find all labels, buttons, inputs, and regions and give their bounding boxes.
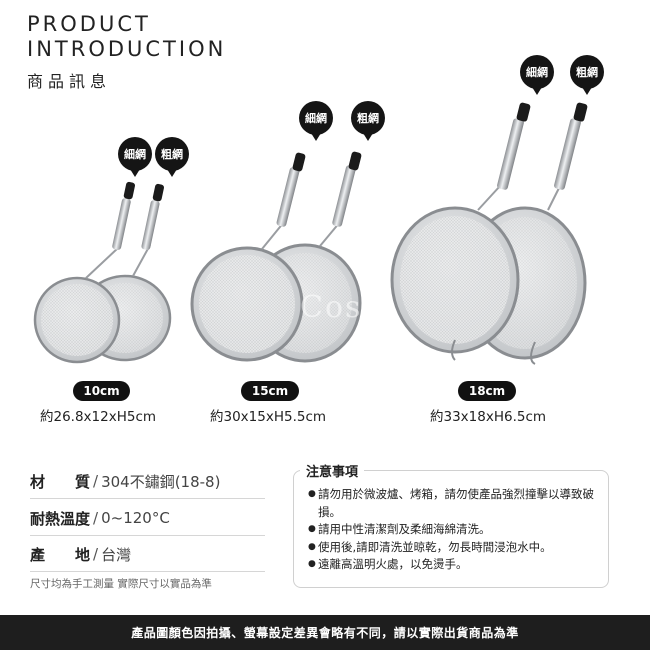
coarse-mesh-badge-10cm: 粗網	[155, 137, 189, 177]
spec-value: 0~120°C	[101, 509, 170, 527]
heading-line-2: INTRODUCTION	[27, 37, 227, 61]
strainer-15cm-fine	[190, 152, 306, 362]
dimensions-15cm: 約30x15xH5.5cm	[210, 409, 327, 425]
notice-item: 使用後,請即清洗並晾乾，勿長時間浸泡水中。	[308, 539, 603, 557]
spec-value: 304不鏽鋼(18-8)	[101, 472, 221, 491]
size-badge-18cm: 18cm	[458, 381, 516, 401]
fine-mesh-badge-15cm: 細網	[299, 101, 333, 141]
spec-heat-resistance: 耐熱溫度 / 0~120°C	[30, 501, 265, 536]
spec-separator: /	[93, 545, 99, 563]
coarse-mesh-badge-15cm: 粗網	[351, 101, 385, 141]
strainer-10cm-fine	[33, 181, 135, 364]
heading-subtitle: 商品訊息	[27, 72, 112, 91]
spec-material: 材 質 / 304不鏽鋼(18-8)	[30, 464, 265, 499]
coarse-mesh-badge-18cm: 粗網	[570, 55, 604, 95]
spec-separator: /	[93, 509, 99, 527]
size-badge-15cm: 15cm	[241, 381, 299, 401]
measurement-note: 尺寸均為手工測量 實際尺寸以實品為準	[30, 578, 212, 590]
notice-box: 請勿用於微波爐、烤箱，請勿使產品強烈撞擊以導致破損。 請用中性清潔劑及柔細海綿清…	[293, 470, 609, 588]
notice-item: 遠離高溫明火處，以免燙手。	[308, 556, 603, 574]
footer-disclaimer: 產品圖顏色因拍攝、螢幕設定差異會略有不同，請以實際出貨商品為準	[0, 615, 650, 650]
dimensions-18cm: 約33x18xH6.5cm	[430, 409, 547, 425]
spec-label: 產 地	[30, 545, 91, 564]
spec-value: 台灣	[101, 545, 132, 564]
heading-line-1: PRODUCT	[27, 12, 151, 36]
notice-item: 請勿用於微波爐、烤箱，請勿使產品強烈撞擊以導致破損。	[308, 486, 603, 521]
watermark: Cosi	[300, 290, 375, 325]
strainer-18cm-fine	[390, 102, 531, 361]
notice-title: 注意事項	[300, 461, 365, 480]
spec-origin: 產 地 / 台灣	[30, 537, 265, 572]
spec-label: 耐熱溫度	[30, 509, 91, 528]
product-photo	[33, 102, 588, 365]
spec-label: 材 質	[30, 472, 91, 491]
size-badge-10cm: 10cm	[73, 381, 130, 401]
notice-item: 請用中性清潔劑及柔細海綿清洗。	[308, 521, 603, 539]
page-heading: PRODUCT INTRODUCTION 商品訊息	[27, 12, 226, 92]
dimensions-10cm: 約26.8x12xH5cm	[40, 409, 157, 425]
spec-separator: /	[93, 472, 99, 490]
fine-mesh-badge-18cm: 細網	[520, 55, 554, 95]
fine-mesh-badge-10cm: 細網	[118, 137, 152, 177]
notice-list: 請勿用於微波爐、烤箱，請勿使產品強烈撞擊以導致破損。 請用中性清潔劑及柔細海綿清…	[308, 486, 603, 574]
